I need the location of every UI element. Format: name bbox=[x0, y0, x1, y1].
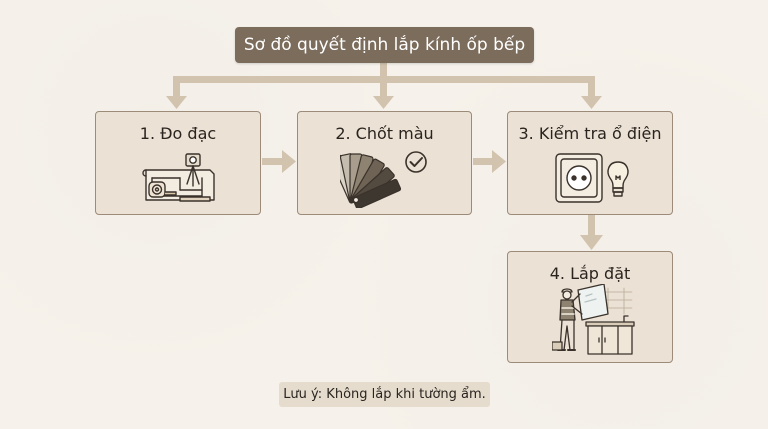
step-label: 4. Lắp đặt bbox=[549, 264, 631, 283]
installer-glass-panel-icon bbox=[552, 284, 635, 355]
connector-drop-step2 bbox=[380, 76, 387, 98]
step-install: 4. Lắp đặt bbox=[507, 251, 673, 363]
connector-drop-step1 bbox=[173, 76, 180, 98]
arrowhead-to-step2 bbox=[373, 96, 394, 109]
arrowhead-to-step3 bbox=[581, 96, 602, 109]
step-label: 3. Kiểm tra ổ điện bbox=[518, 124, 662, 143]
note-warning: Lưu ý: Không lắp khi tường ẩm. bbox=[279, 382, 490, 407]
step-label: 2. Chốt màu bbox=[335, 124, 434, 143]
step-choose-color: 2. Chốt màu bbox=[297, 111, 472, 215]
color-swatch-check-icon bbox=[340, 151, 427, 208]
arrowhead-step3-step4 bbox=[580, 235, 603, 250]
power-socket-lightbulb-icon bbox=[555, 153, 629, 203]
arrowhead-to-step1 bbox=[166, 96, 187, 109]
arrowhead-step1-step2 bbox=[282, 150, 296, 173]
blueprint-measuring-tools-icon bbox=[142, 153, 215, 202]
connector-title-trunk bbox=[380, 63, 387, 83]
connector-step2-step3 bbox=[473, 158, 494, 165]
step-label: 1. Đo đạc bbox=[139, 124, 217, 143]
connector-step3-step4 bbox=[588, 215, 595, 237]
step-check-outlet: 3. Kiểm tra ổ điện bbox=[507, 111, 673, 215]
connector-drop-step3 bbox=[588, 76, 595, 98]
diagram-title: Sơ đồ quyết định lắp kính ốp bếp bbox=[235, 27, 534, 63]
step-measure: 1. Đo đạc bbox=[95, 111, 261, 215]
connector-step1-step2 bbox=[262, 158, 284, 165]
arrowhead-step2-step3 bbox=[492, 150, 506, 173]
